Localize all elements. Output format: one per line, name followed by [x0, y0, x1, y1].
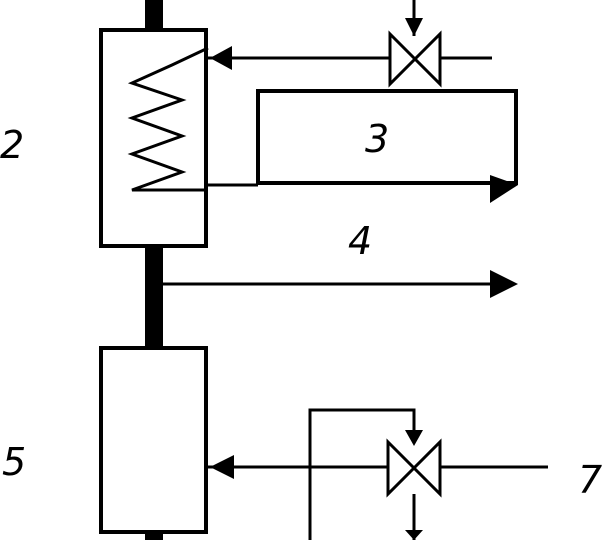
label-3: 3 — [365, 117, 389, 161]
label-7: 7 — [578, 458, 602, 502]
label-2: 2 — [0, 123, 24, 167]
label-5: 5 — [2, 440, 26, 484]
unit-3 — [256, 89, 518, 185]
outlet-arrow-4 — [490, 270, 518, 298]
label-4: 4 — [348, 219, 372, 263]
vessel-5 — [99, 346, 208, 534]
valve-top — [388, 30, 442, 88]
column-bottom-pipe — [145, 532, 163, 540]
column-top-pipe — [145, 0, 163, 32]
feed-arrow-top — [210, 46, 232, 70]
valve-bottom — [386, 438, 442, 498]
valve-bottom-lower-arrow — [405, 530, 423, 540]
heating-coil — [127, 46, 209, 192]
bypass-line — [308, 408, 416, 540]
valve-bottom-stem-arrow — [405, 430, 423, 446]
feed-arrow-bottom — [210, 455, 234, 479]
vessel-2 — [99, 28, 208, 248]
column-middle-pipe — [145, 246, 163, 350]
valve-top-stem-arrow — [405, 18, 423, 36]
outlet-arrow-3 — [490, 175, 518, 203]
